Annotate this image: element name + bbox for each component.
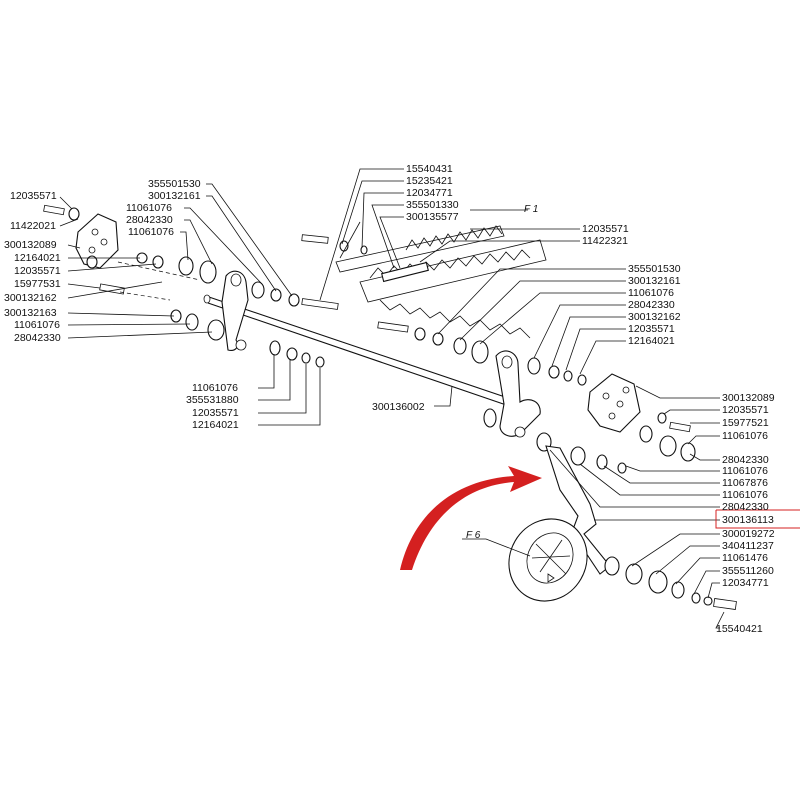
highlight-outline — [715, 509, 800, 529]
part-label: 28042330 — [126, 214, 173, 226]
right-mid-parts — [639, 412, 696, 462]
part-label: 11422321 — [582, 235, 628, 247]
part-label: 12035571 — [10, 190, 57, 202]
part-label: 355531880 — [186, 394, 239, 406]
main-shaft — [203, 294, 521, 410]
part-label: 12035571 — [628, 323, 675, 335]
part-label: 11061076 — [192, 382, 238, 394]
part-label: 15977521 — [722, 417, 769, 429]
highlighted-part-label: 300136113 — [722, 514, 774, 526]
part-label: 12035571 — [722, 404, 769, 416]
part-label: 12034771 — [406, 187, 453, 199]
left-small-parts — [43, 204, 225, 341]
part-label: 300135577 — [406, 211, 459, 223]
wheel-f6 — [508, 518, 588, 602]
left-rocker-arm — [221, 270, 249, 351]
part-label: 12035571 — [192, 407, 239, 419]
part-label: 300132161 — [148, 190, 201, 202]
leader-lines — [59, 168, 725, 629]
part-label: 28042330 — [722, 454, 769, 466]
part-label: 28042330 — [722, 501, 769, 513]
part-label: 11061076 — [126, 202, 172, 214]
part-label: 11061076 — [722, 489, 768, 501]
part-label: 11061076 — [14, 319, 60, 331]
part-label: 28042330 — [628, 299, 675, 311]
part-label: 11422021 — [10, 220, 56, 232]
part-label: 12164021 — [628, 335, 675, 347]
top-bolts — [301, 234, 444, 346]
part-label: 11061076 — [722, 430, 768, 442]
part-label: 355501530 — [628, 263, 681, 275]
figure-label-f6: F 6 — [466, 530, 481, 541]
part-label: 28042330 — [14, 332, 61, 344]
part-label: 15977531 — [14, 278, 61, 290]
part-label: 11061076 — [722, 465, 768, 477]
right-rocker-arm — [483, 350, 541, 438]
part-label: 340411237 — [722, 540, 774, 552]
lower-bearings — [536, 432, 627, 474]
part-label: 12035571 — [582, 223, 629, 235]
part-label: 11061476 — [722, 552, 768, 564]
shaft-label: 300136002 — [372, 401, 425, 413]
part-label: 11061076 — [128, 226, 174, 238]
part-label: 300132162 — [628, 311, 681, 323]
part-label: 300132089 — [4, 239, 57, 251]
part-label: 300132163 — [4, 307, 57, 319]
cutter-bar — [335, 209, 547, 339]
bottom-right-parts — [625, 563, 737, 610]
labels: F 1 F 6 12035571 11422021 300132089 1216… — [4, 163, 775, 635]
part-label: 12035571 — [14, 265, 61, 277]
left-bracket-plate — [75, 213, 119, 269]
center-bearing — [453, 337, 489, 364]
part-label: 15235421 — [406, 175, 453, 187]
part-label: 300132089 — [722, 392, 775, 404]
part-label: 15540421 — [716, 623, 763, 635]
figure-label-f1: F 1 — [524, 204, 538, 215]
part-label: 300019272 — [722, 528, 775, 540]
part-label: 355511260 — [722, 565, 774, 577]
right-upper-washers — [527, 357, 587, 386]
part-label: 300132161 — [628, 275, 681, 287]
drive-arm — [545, 445, 620, 576]
part-label: 355501330 — [406, 199, 459, 211]
part-label: 12164021 — [14, 252, 61, 264]
part-label: 355501530 — [148, 178, 201, 190]
part-label: 12164021 — [192, 419, 239, 431]
part-label: 11067876 — [722, 477, 768, 489]
red-arrow — [400, 466, 542, 570]
part-label: 15540431 — [406, 163, 453, 175]
part-label: 11061076 — [628, 287, 674, 299]
center-left-washers — [251, 281, 325, 368]
right-bracket-plate — [587, 373, 641, 433]
part-label: 300132162 — [4, 292, 57, 304]
part-label: 12034771 — [722, 577, 769, 589]
